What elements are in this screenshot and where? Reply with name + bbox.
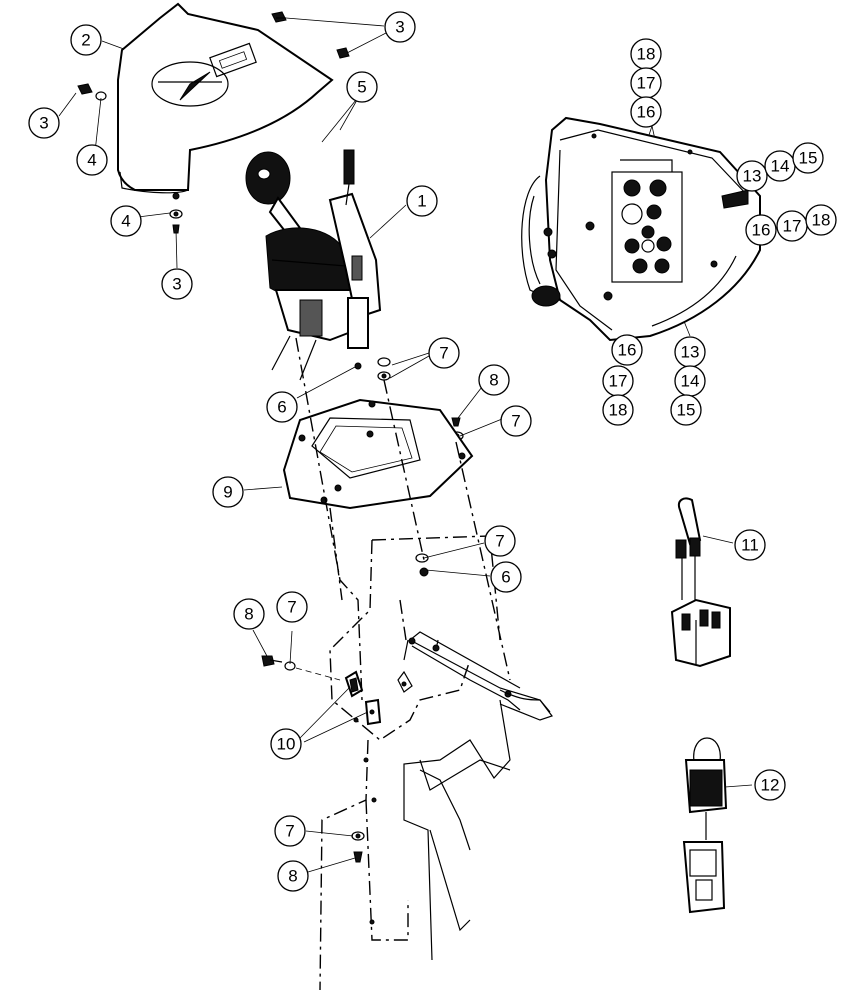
callout-11: 11	[734, 529, 766, 561]
relay-part-12	[682, 737, 728, 914]
svg-text:18: 18	[812, 211, 831, 230]
callout-17: 17	[602, 365, 634, 397]
svg-text:6: 6	[501, 568, 510, 587]
callout-8: 8	[277, 860, 309, 892]
callout-17: 17	[630, 67, 662, 99]
svg-text:4: 4	[87, 151, 96, 170]
callout-16: 16	[745, 214, 777, 246]
svg-text:15: 15	[677, 401, 696, 420]
callout-6: 6	[266, 391, 298, 423]
callout-3: 3	[384, 11, 416, 43]
svg-text:15: 15	[799, 149, 818, 168]
hardware-7-8-bottom	[351, 757, 377, 925]
callout-16: 16	[630, 96, 662, 128]
svg-text:9: 9	[223, 483, 232, 502]
svg-text:7: 7	[287, 598, 296, 617]
svg-text:3: 3	[39, 114, 48, 133]
svg-text:16: 16	[637, 103, 656, 122]
svg-text:7: 7	[511, 412, 520, 431]
callout-8: 8	[233, 598, 265, 630]
svg-text:16: 16	[618, 341, 637, 360]
callout-9: 9	[212, 476, 244, 508]
svg-text:6: 6	[277, 398, 286, 417]
svg-text:10: 10	[277, 735, 296, 754]
svg-text:14: 14	[771, 157, 790, 176]
svg-text:13: 13	[681, 343, 700, 362]
svg-text:8: 8	[288, 867, 297, 886]
plate-part-9	[282, 398, 474, 510]
hardware-8-7-left	[261, 655, 341, 681]
connector-part-11	[670, 497, 731, 668]
svg-text:18: 18	[637, 45, 656, 64]
callout-7: 7	[276, 591, 308, 623]
svg-text:1: 1	[417, 192, 426, 211]
callout-7: 7	[428, 337, 460, 369]
callout-3: 3	[161, 268, 193, 300]
svg-text:7: 7	[439, 344, 448, 363]
callout-17: 17	[776, 210, 808, 242]
callout-13: 13	[674, 336, 706, 368]
cover-part-2	[117, 2, 334, 200]
svg-text:11: 11	[741, 536, 759, 555]
svg-text:4: 4	[121, 212, 130, 231]
callout-12: 12	[754, 769, 786, 801]
svg-text:13: 13	[743, 167, 762, 186]
svg-text:17: 17	[637, 74, 656, 93]
hardware-3-4	[77, 11, 350, 234]
svg-text:14: 14	[681, 372, 700, 391]
callout-3: 3	[28, 107, 60, 139]
callout-7: 7	[500, 405, 532, 437]
callout-7: 7	[274, 815, 306, 847]
callout-15: 15	[670, 394, 702, 426]
callout-5: 5	[346, 71, 378, 103]
callout-13: 13	[736, 160, 768, 192]
svg-text:12: 12	[761, 776, 780, 795]
callout-14: 14	[764, 150, 796, 182]
callout-6: 6	[490, 561, 522, 593]
callout-18: 18	[630, 38, 662, 70]
callout-10: 10	[270, 728, 302, 760]
callout-2: 2	[70, 24, 102, 56]
svg-text:7: 7	[285, 822, 294, 841]
svg-text:8: 8	[244, 605, 253, 624]
svg-text:5: 5	[357, 78, 366, 97]
callout-7: 7	[484, 525, 516, 557]
svg-text:18: 18	[609, 401, 628, 420]
clips-part-10	[344, 670, 382, 726]
svg-text:16: 16	[752, 221, 771, 240]
callout-8: 8	[478, 364, 510, 396]
joystick-part-1	[245, 149, 382, 381]
callout-4: 4	[76, 144, 108, 176]
callout-15: 15	[792, 142, 824, 174]
assembly-dashed-lines	[295, 337, 511, 991]
callout-14: 14	[674, 365, 706, 397]
callout-18: 18	[805, 204, 837, 236]
callout-16: 16	[611, 334, 643, 366]
svg-text:2: 2	[81, 31, 90, 50]
svg-text:3: 3	[395, 18, 404, 37]
callout-18: 18	[602, 394, 634, 426]
callout-4: 4	[110, 205, 142, 237]
svg-text:17: 17	[609, 372, 628, 391]
washer-nut-7-6-mid	[415, 553, 429, 577]
mounting-bracket	[397, 631, 553, 961]
svg-text:3: 3	[172, 275, 181, 294]
svg-text:8: 8	[489, 371, 498, 390]
joystick-base-detail	[521, 116, 761, 342]
svg-text:7: 7	[495, 532, 504, 551]
svg-text:17: 17	[783, 217, 802, 236]
callout-1: 1	[406, 185, 438, 217]
